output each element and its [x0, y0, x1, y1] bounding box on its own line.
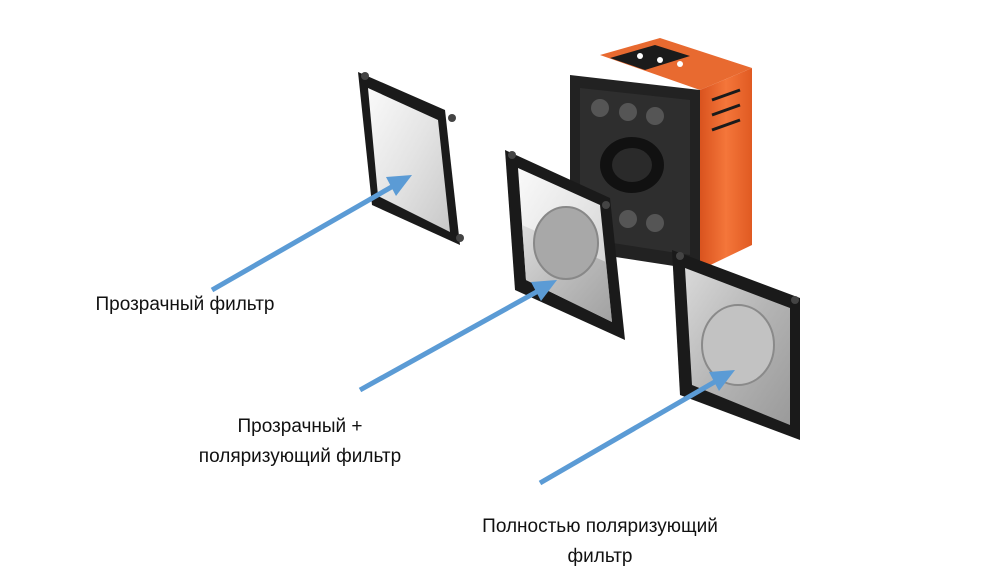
label-clear-polarizing-line1: Прозрачный + [237, 416, 363, 437]
label-clear-filter-text: Прозрачный фильтр [95, 294, 275, 315]
label-full-polarizing-line1: Полностью поляризующий [482, 516, 718, 537]
label-clear-polarizing-line2: поляризующий фильтр [198, 446, 402, 467]
arrow-full-polarizing [538, 370, 735, 486]
label-clear-filter: Прозрачный фильтр [55, 290, 315, 320]
full-polarizing-filter [672, 250, 800, 440]
label-full-polarizing-filter: Полностью поляризующий фильтр [430, 512, 770, 572]
arrow-clear-polarizing [358, 280, 557, 393]
arrow-clear [210, 175, 412, 293]
label-clear-polarizing-filter: Прозрачный + поляризующий фильтр [160, 412, 440, 472]
clear-filter [358, 72, 464, 245]
label-full-polarizing-line2: фильтр [567, 546, 633, 567]
